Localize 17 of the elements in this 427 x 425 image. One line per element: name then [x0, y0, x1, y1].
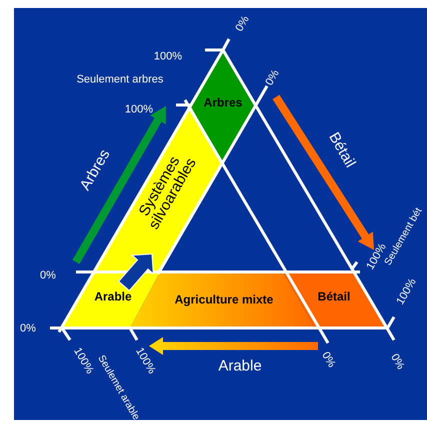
parallelogram-region: [130, 272, 315, 328]
axis-label: 0%: [388, 352, 406, 372]
axis-label: Seulement arbres: [76, 74, 164, 86]
region-label: Bétail: [316, 290, 352, 304]
axis-label: 0%: [20, 324, 36, 334]
region-label: Agriculture mixte: [174, 292, 274, 308]
axis-label: 0%: [264, 68, 282, 88]
axis-label: 100%: [124, 104, 154, 116]
axis-label: 100%: [154, 52, 182, 62]
parallelogram-region: [283, 272, 387, 328]
axis-label: 0%: [40, 270, 56, 282]
region-label: Arbres: [202, 96, 244, 110]
axis-label: 0%: [319, 350, 337, 370]
axis-label: 0%: [234, 14, 252, 34]
region-label: Arable: [93, 290, 133, 304]
axis-label: Arable: [218, 358, 262, 374]
block-arrow: [118, 253, 154, 292]
